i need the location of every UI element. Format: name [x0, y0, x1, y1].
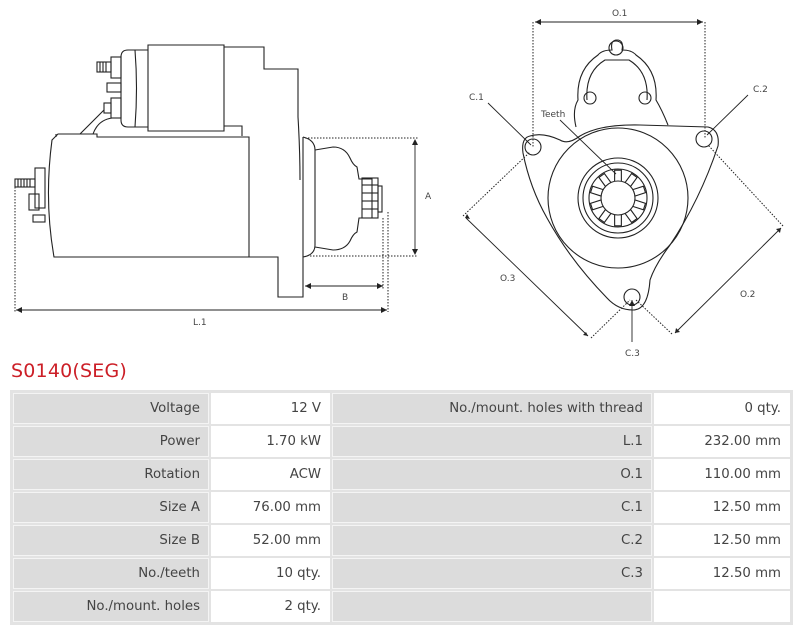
gear-tooth: [589, 185, 604, 197]
front-view-drawing: O.1 C.1 C.2 Teeth O.3 O.2: [462, 9, 784, 359]
spec-value: 10 qty.: [211, 558, 330, 589]
dimension-label-c3: C.3: [625, 349, 640, 359]
spec-label: No./teeth: [13, 558, 209, 589]
gear-tooth: [632, 199, 647, 211]
dimension-label-a: A: [425, 192, 432, 202]
terminal-upper: [96, 56, 122, 93]
gear-tooth: [614, 214, 622, 227]
spec-value: 2 qty.: [211, 591, 330, 622]
spec-label: [332, 591, 652, 622]
spec-label: Voltage: [13, 393, 209, 424]
spec-value: 0 qty.: [654, 393, 790, 424]
side-view-drawing: A B L.1: [14, 44, 432, 328]
spec-label: C.2: [332, 525, 652, 556]
solenoid-cap: [120, 49, 148, 128]
solenoid-body: [147, 44, 225, 132]
pinion-gear: [361, 177, 383, 219]
gear-teeth: [589, 169, 647, 227]
spec-label: No./mount. holes with thread: [332, 393, 652, 424]
dimension-label-c2: C.2: [753, 85, 768, 95]
spec-label: C.3: [332, 558, 652, 589]
spec-value: 1.70 kW: [211, 426, 330, 457]
gear-tooth: [589, 199, 604, 211]
drive-housing-top: [224, 46, 301, 181]
spec-value: 12 V: [211, 393, 330, 424]
drawing-canvas: A B L.1: [14, 9, 784, 359]
spec-value: 232.00 mm: [654, 426, 790, 457]
spec-label: O.1: [332, 459, 652, 490]
gear-tooth: [614, 169, 622, 182]
mounting-flange: [249, 137, 304, 298]
flange-outline: [522, 124, 719, 311]
spec-value: 52.00 mm: [211, 525, 330, 556]
spec-value: [654, 591, 790, 622]
pinion-nose: [314, 146, 373, 251]
dimension-label-b: B: [342, 293, 348, 303]
spec-value: 12.50 mm: [654, 492, 790, 523]
spec-label: C.1: [332, 492, 652, 523]
dimension-label-c1: C.1: [469, 93, 484, 103]
gear-tooth: [632, 185, 647, 197]
spec-value: 12.50 mm: [654, 525, 790, 556]
dimension-label-o2: O.2: [740, 290, 755, 300]
gear-tooth: [624, 172, 638, 187]
top-tab: [573, 39, 669, 128]
spec-label: Power: [13, 426, 209, 457]
technical-drawing: A B L.1: [14, 9, 784, 359]
spec-label: Rotation: [13, 459, 209, 490]
spec-value: ACW: [211, 459, 330, 490]
mount-hole-c2: [695, 130, 713, 148]
gear-tooth: [598, 209, 612, 224]
product-title: S0140(SEG): [11, 360, 128, 382]
terminal-lower: [79, 97, 122, 135]
dimension-label-teeth: Teeth: [540, 110, 565, 120]
spec-label: Size A: [13, 492, 209, 523]
gear-tooth: [598, 172, 612, 187]
gear-tooth: [624, 209, 638, 224]
spec-label: L.1: [332, 426, 652, 457]
spec-label: No./mount. holes: [13, 591, 209, 622]
spec-value: 110.00 mm: [654, 459, 790, 490]
spec-label: Size B: [13, 525, 209, 556]
dimension-label-o1: O.1: [612, 9, 627, 19]
motor-body: [47, 133, 250, 258]
dimension-label-l1: L.1: [193, 318, 207, 328]
dimension-label-o3: O.3: [500, 274, 515, 284]
rear-terminal: [14, 167, 46, 223]
spec-value: 76.00 mm: [211, 492, 330, 523]
spec-value: 12.50 mm: [654, 558, 790, 589]
